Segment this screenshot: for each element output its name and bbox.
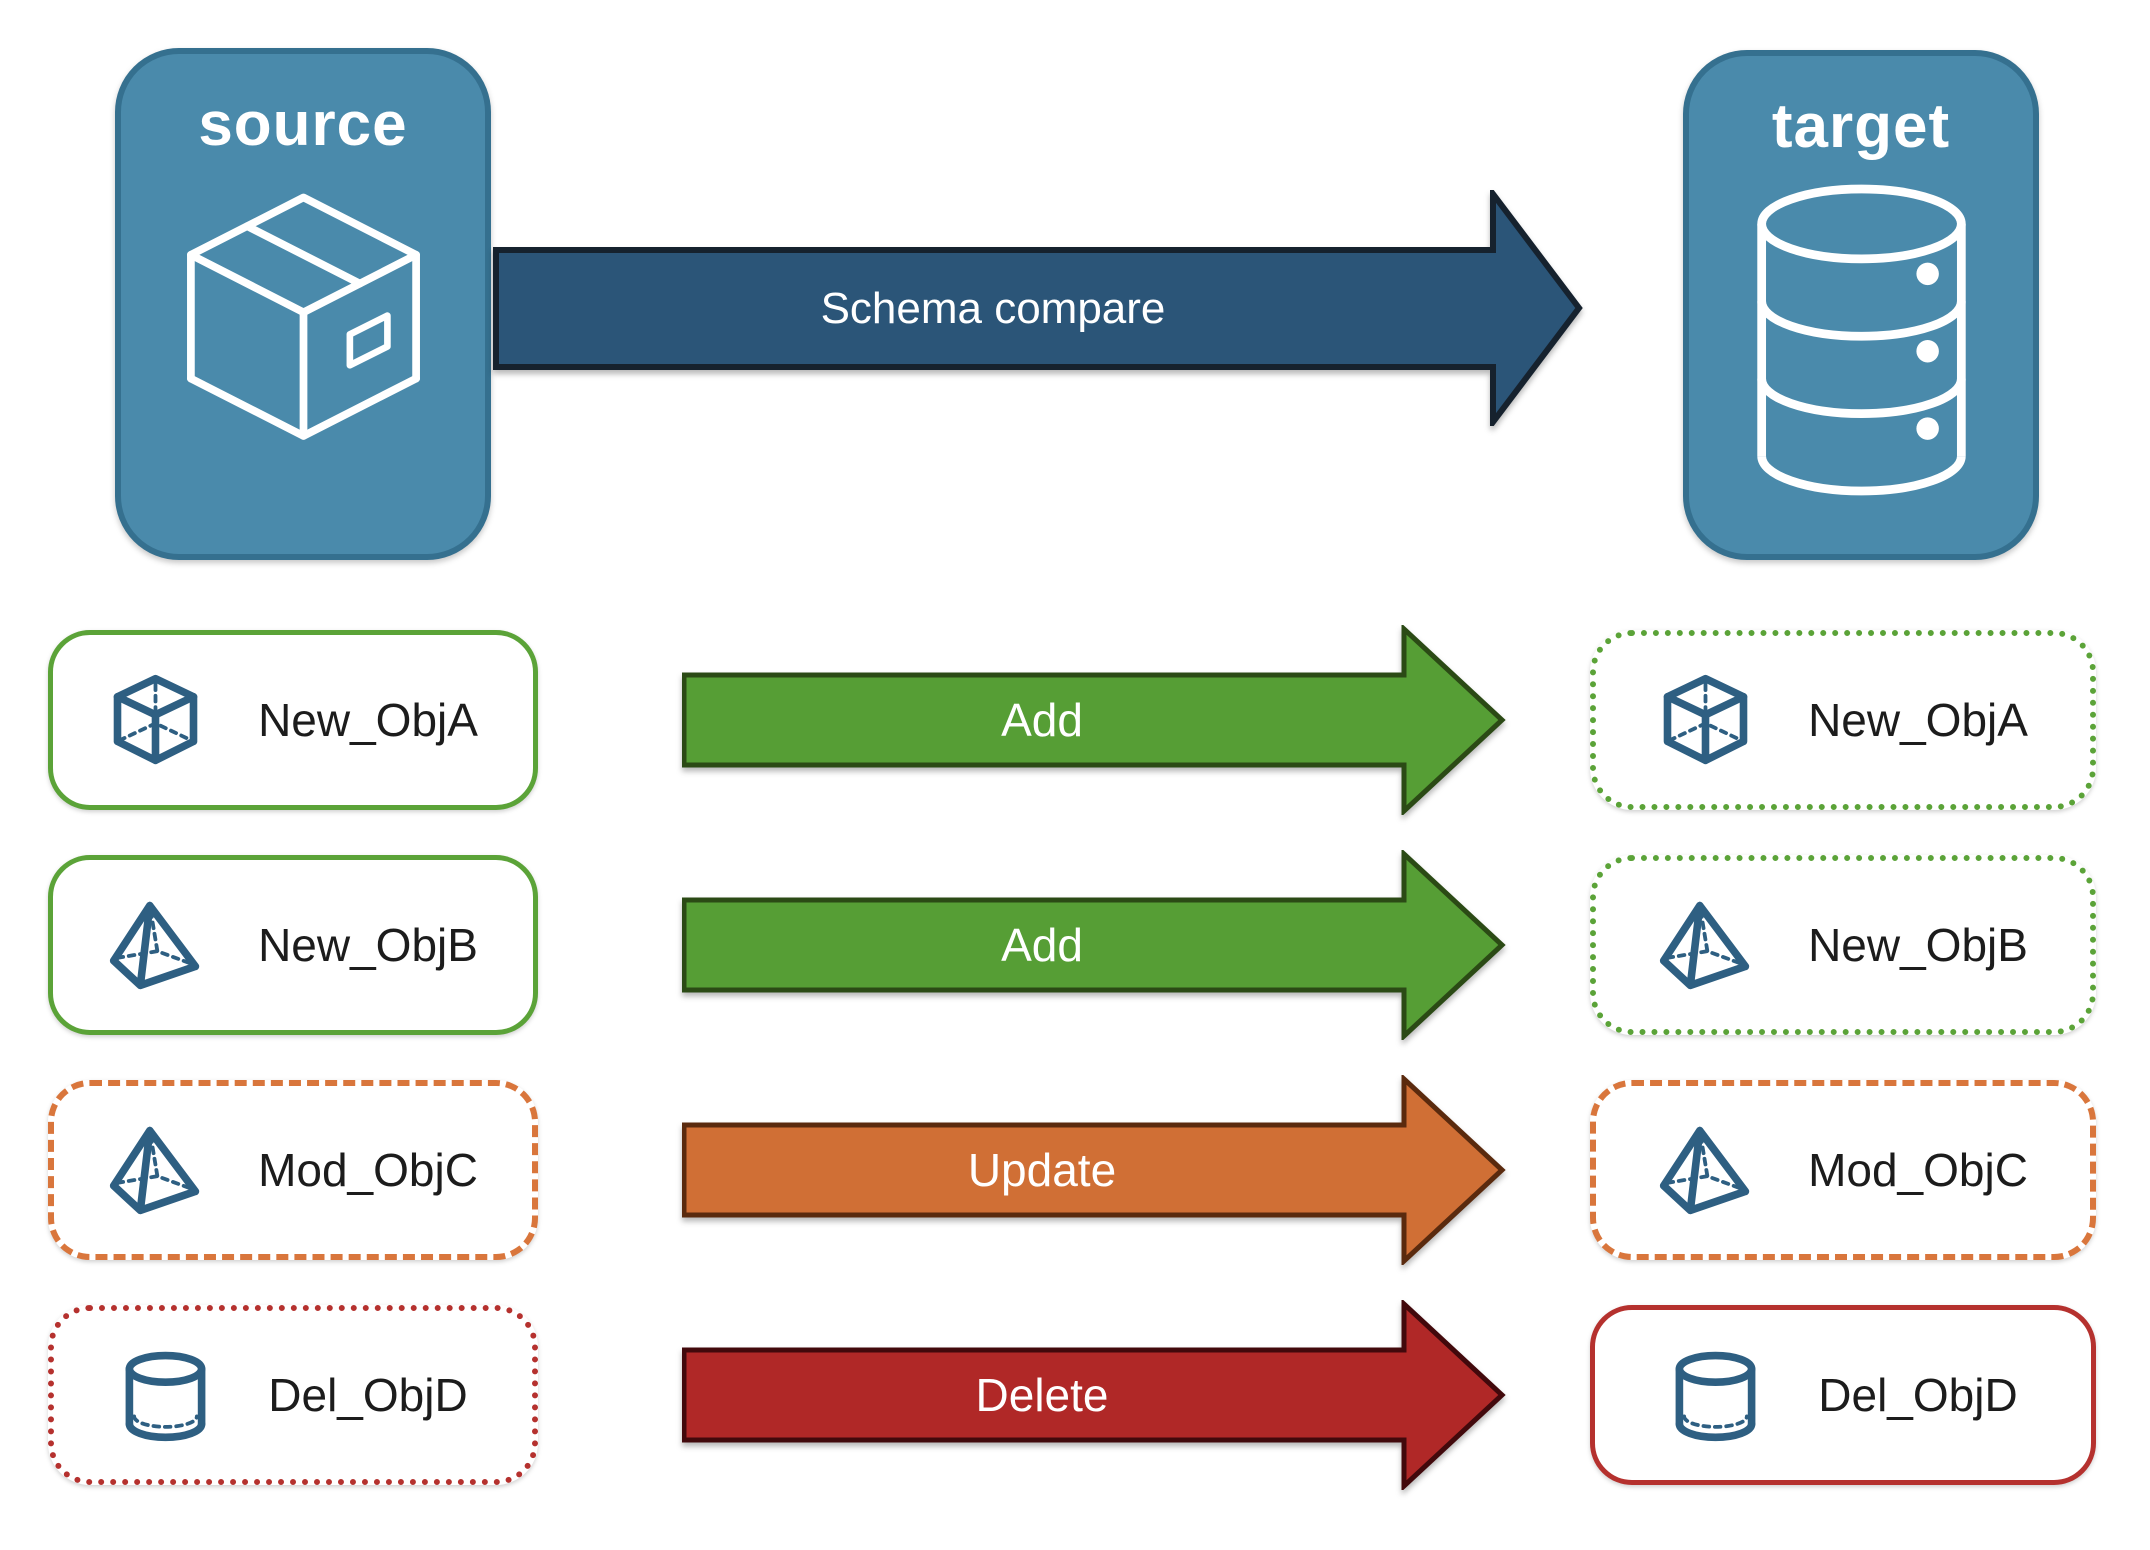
- pyramid-icon: [1659, 1126, 1750, 1214]
- target-object-box-new-obja: New_ObjA: [1590, 630, 2096, 810]
- source-node: source: [115, 48, 491, 560]
- source-object-box-new-obja: New_ObjA: [48, 630, 538, 810]
- pyramid-icon: [109, 1126, 200, 1214]
- delete-arrow: [682, 1300, 1506, 1490]
- database-icon: [1756, 184, 1966, 496]
- object-label: Del_ObjD: [1818, 1369, 2018, 1421]
- schema-compare-arrow-label: Schema compare: [820, 284, 1166, 333]
- pyramid-icon: [109, 901, 200, 989]
- update-arrow: [682, 1075, 1506, 1265]
- object-label: New_ObjA: [1808, 694, 2028, 746]
- object-label: New_ObjA: [258, 694, 478, 746]
- add-arrow: [682, 850, 1506, 1040]
- object-label: Del_ObjD: [268, 1369, 468, 1421]
- object-label: New_ObjB: [258, 919, 478, 971]
- package-icon: [186, 193, 420, 440]
- delete-arrow-label: Delete: [975, 1369, 1109, 1421]
- schema-compare-arrow: [493, 190, 1583, 426]
- source-object-box-del-objd: Del_ObjD: [48, 1305, 538, 1485]
- update-arrow-label: Update: [967, 1144, 1117, 1196]
- source-object-box-new-objb: New_ObjB: [48, 855, 538, 1035]
- target-object-box-new-objb: New_ObjB: [1590, 855, 2096, 1035]
- cube-icon: [1663, 674, 1748, 764]
- cube-icon: [113, 674, 198, 764]
- target-object-box-del-objd: Del_ObjD: [1590, 1305, 2096, 1485]
- object-label: Mod_ObjC: [1808, 1144, 2028, 1196]
- object-label: New_ObjB: [1808, 919, 2028, 971]
- target-node: target: [1683, 50, 2039, 560]
- add-arrow-label: Add: [1001, 919, 1083, 971]
- add-arrow-label: Add: [1001, 694, 1083, 746]
- target-object-box-mod-objc: Mod_ObjC: [1590, 1080, 2096, 1260]
- cylinder-icon: [1675, 1351, 1756, 1441]
- target-label: target: [1771, 92, 1951, 161]
- pyramid-icon: [1659, 901, 1750, 989]
- source-label: source: [198, 90, 408, 159]
- source-object-box-mod-objc: Mod_ObjC: [48, 1080, 538, 1260]
- object-label: Mod_ObjC: [258, 1144, 478, 1196]
- add-arrow: [682, 625, 1506, 815]
- cylinder-icon: [125, 1351, 206, 1441]
